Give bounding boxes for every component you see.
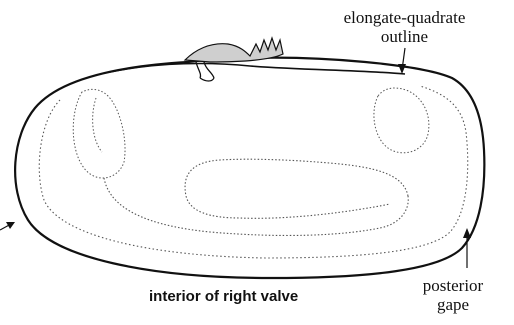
hinge-teeth xyxy=(196,62,214,81)
posterior-adductor-scar xyxy=(374,88,429,153)
ligament xyxy=(185,38,283,62)
outline-label-line1: elongate-quadrate xyxy=(327,8,482,27)
outline-label: elongate-quadrate outline xyxy=(327,8,482,46)
shell-inner-margin xyxy=(39,86,467,258)
posterior-gape-label-line2: gape xyxy=(414,295,492,314)
posterior-gape-label-line1: posterior xyxy=(414,276,492,295)
pallial-sinus xyxy=(185,159,408,218)
posterior-gape-label: posterior gape xyxy=(414,276,492,314)
pallial-line xyxy=(104,178,408,235)
gape-arrowhead xyxy=(463,228,471,238)
hinge-line xyxy=(110,64,405,74)
figure-caption: interior of right valve xyxy=(149,288,298,306)
outline-label-line2: outline xyxy=(327,27,482,46)
anterior-adductor-scar xyxy=(73,89,125,178)
outline-arrowhead xyxy=(398,64,406,74)
anterior-pedal-scar xyxy=(93,98,102,152)
